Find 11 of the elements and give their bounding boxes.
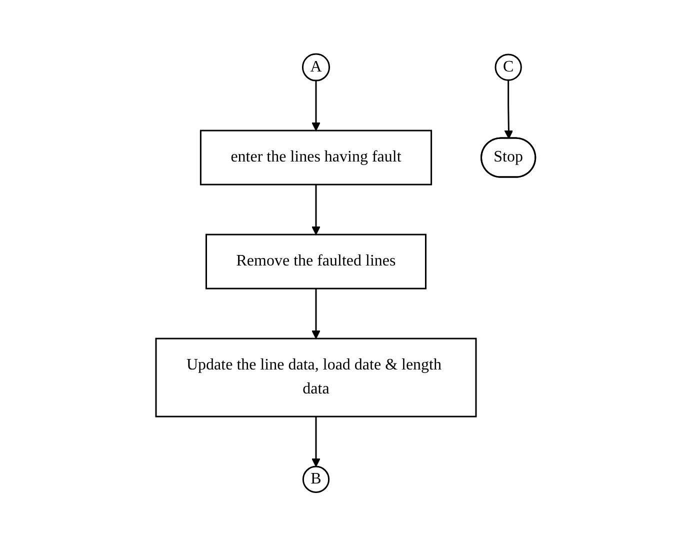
node-box: enter the lines having fault: [200, 130, 432, 186]
arrow: [312, 288, 321, 339]
node-box: Update the line data, load date & length data: [156, 338, 478, 418]
arrow: [504, 80, 514, 139]
arrow: [312, 416, 321, 467]
node-circle: B: [302, 466, 330, 493]
arrow: [312, 80, 321, 131]
arrow: [312, 184, 321, 235]
node-circle: C: [495, 54, 522, 81]
node-circle: A: [302, 53, 330, 82]
node-box: Remove the faulted lines: [206, 234, 427, 290]
